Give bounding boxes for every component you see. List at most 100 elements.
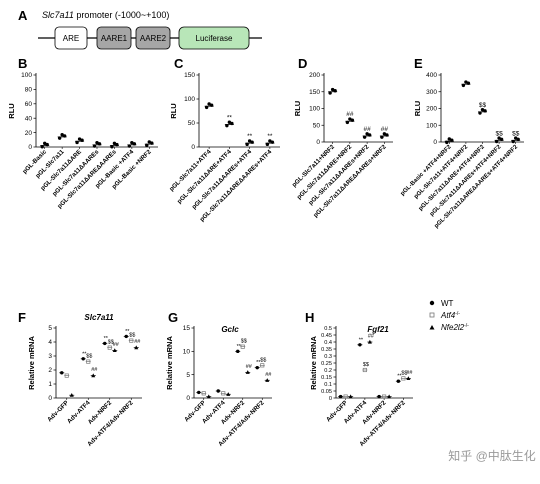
legend-marker-nfe2l2 [429,325,435,330]
panel-h-series-2-point [348,394,353,399]
panel-f-ytick-label: 1 [48,381,52,388]
panel-e-annotation: $$ [495,130,503,137]
panel-h-series-2-annotation: ## [368,334,375,340]
legend-label-atf4-sup: -/- [455,311,460,317]
panel-g-ylabel: Relative mRNA [165,336,174,390]
panel-f-ytick-label: 4 [48,339,52,346]
panel-e-ytick-label: 0 [433,139,437,146]
panel-b-ytick-label: 100 [21,72,32,79]
panel-e-ytick-label: 300 [426,89,437,96]
panel-h-ytick-label: 0.35 [321,347,332,353]
panel-e-point [480,107,485,112]
panel-f-series-0-point [124,334,128,339]
panel-b-point [145,143,149,148]
panel-h-series-2-point [367,339,372,344]
panel-g-series-2-point [226,392,231,396]
panel-g-ytick-label: 5 [186,372,190,379]
panel-c-point [204,105,209,110]
legend-marker-atf4 [429,312,435,318]
panel-d-ytick-label: 50 [313,122,321,129]
panel-h-ytick-label: 0.2 [324,368,332,374]
panel-h-series-1-point [362,367,367,373]
panel-b-ytick-label: 80 [25,87,33,94]
panel-g-series-2-annotation: ## [265,372,272,378]
panel-d-ylabel: RLU [293,101,302,116]
panel-b-ytick-label: 20 [25,130,33,137]
panel-f-series-2-point [134,345,139,350]
panel-f-series-0-point [103,341,107,346]
panel-d: D050100150200RLUpGL-Slc7a11+NRF2pGL-Slc7… [291,56,393,219]
panel-e-letter: E [414,56,423,71]
panel-b-point [112,141,117,146]
panel-g-series-1-annotation: $$ [241,339,247,345]
panel-h-ytick-label: 0.45 [321,333,332,339]
panel-h-letter: H [305,310,314,325]
panel-c-point [268,139,272,143]
legend-label-atf4-text: Atf4 [440,311,456,320]
panel-g-ytick-label: 10 [183,349,191,356]
panel-c-ytick-label: 100 [184,96,195,103]
legend-label-wt-text: WT [441,299,454,308]
panel-c-annotation: ** [247,133,253,140]
panel-b-ylabel: RLU [7,103,16,118]
panel-e-point [494,139,499,144]
panel-g-series-0-annotation: ** [256,360,261,366]
panel-d-letter: D [298,56,307,71]
panel-h-series-2-annotation: ## [406,370,413,376]
panel-h-ytick-label: 0 [329,396,332,402]
panel-f-series-2-point [91,373,96,378]
panel-d-annotation: ## [381,126,389,133]
panel-f-series-2-point [69,393,74,397]
panel-h-series-1-point [343,394,348,399]
panel-f-series-1-point [129,338,134,343]
panel-f-series-2-annotation: ## [91,367,98,373]
panel-f-letter: F [18,310,26,325]
panel-c: C050100150RLUpGL-Slc7a11+ATF4pGL-Slc7a11… [168,56,280,223]
panel-e-point [514,136,518,140]
panel-h-series-1-point [382,394,387,399]
panel-d-point [328,91,332,95]
panel-d-ytick-label: 150 [309,89,320,96]
panel-f-ylabel: Relative mRNA [27,336,36,390]
luciferase-element-label: Luciferase [196,34,233,43]
legend-marker-wt [429,300,435,306]
panel-h-title: Fgf21 [367,325,389,334]
panel-e-annotation: $$ [512,130,520,137]
panel-d-point [380,135,384,139]
panel-h-series-0-point [396,379,401,383]
panel-h-series-1-annotation: $$ [401,370,407,376]
panel-f-series-0-point [81,357,85,361]
panel-b-ytick-label: 40 [25,115,33,122]
panel-f-ytick-label: 0 [48,395,52,402]
panel-g-series-2-point [265,378,270,382]
panel-e-ytick-label: 400 [426,72,437,79]
panel-c-point [265,142,270,147]
panel-g-ytick-label: 0 [186,395,190,402]
panel-d-annotation: ## [346,111,354,118]
panel-h-series-0-point [338,394,343,399]
panel-a-letter: A [18,8,28,23]
panel-c-ylabel: RLU [169,103,178,118]
panel-h-ytick-label: 0.5 [324,326,332,332]
panel-e-point [447,137,451,141]
panel-h-series-1-point [401,376,406,381]
panel-h-ytick-label: 0.25 [321,361,332,367]
legend-label-atf4: Atf4-/- [440,311,460,320]
panel-d-ytick-label: 0 [316,139,320,146]
panel-f-series-0-annotation: ** [82,351,87,357]
aare2-element-label: AARE2 [140,34,167,43]
panel-e-ytick-label: 100 [426,122,437,129]
are-element-label: ARE [63,34,79,43]
luciferase-element [178,26,250,50]
panel-f-series-1-point [86,359,91,364]
panel-b-letter: B [18,56,27,71]
panel-h-ytick-label: 0.15 [321,375,332,381]
panel-f-title: Slc7a11 [84,313,114,322]
panel-d-point [365,132,369,136]
panel-c-point [207,102,211,106]
panel-g-series-1-point [260,363,265,368]
